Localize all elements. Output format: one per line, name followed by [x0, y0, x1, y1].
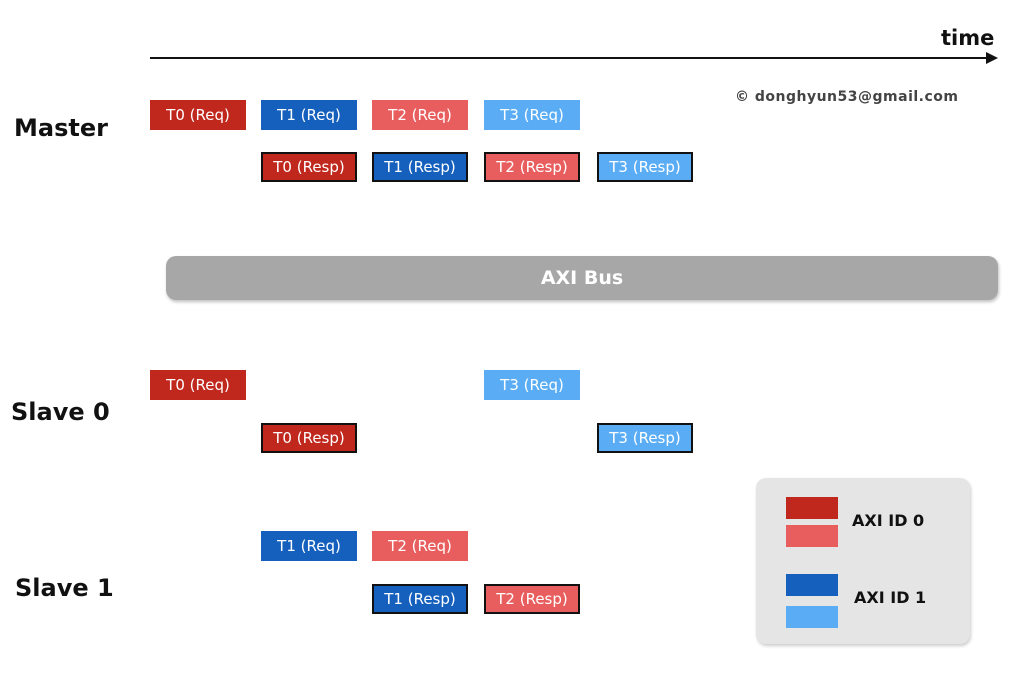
time-arrow-icon — [986, 52, 998, 64]
legend-id0-light-swatch — [786, 525, 838, 547]
slave0-label: Slave 0 — [11, 398, 110, 426]
master-t1-req: T1 (Req) — [261, 100, 357, 130]
master-t3-resp: T3 (Resp) — [597, 152, 693, 182]
slave1-t1-resp: T1 (Resp) — [372, 584, 468, 614]
copyright-text: © donghyun53@gmail.com — [735, 89, 959, 105]
slave1-t2-req: T2 (Req) — [372, 531, 468, 561]
slave0-t3-resp: T3 (Resp) — [597, 423, 693, 453]
legend-id1-light-swatch — [786, 606, 838, 628]
legend-id0-dark-swatch — [786, 497, 838, 519]
legend-id1-dark-swatch — [786, 574, 838, 596]
master-t3-req: T3 (Req) — [484, 100, 580, 130]
master-t2-req: T2 (Req) — [372, 100, 468, 130]
axi-bus-label: AXI Bus — [540, 267, 624, 289]
time-axis-line — [150, 57, 988, 59]
legend-id0-label: AXI ID 0 — [852, 511, 925, 530]
master-t0-resp: T0 (Resp) — [261, 152, 357, 182]
slave1-label: Slave 1 — [15, 574, 114, 602]
master-t2-resp: T2 (Resp) — [484, 152, 580, 182]
master-t0-req: T0 (Req) — [150, 100, 246, 130]
master-label: Master — [14, 114, 108, 142]
slave0-t0-req: T0 (Req) — [150, 370, 246, 400]
time-label: time — [941, 26, 995, 50]
slave0-t3-req: T3 (Req) — [484, 370, 580, 400]
slave0-t0-resp: T0 (Resp) — [261, 423, 357, 453]
legend: AXI ID 0 AXI ID 1 — [756, 478, 970, 644]
legend-id1-label: AXI ID 1 — [854, 588, 927, 607]
slave1-t2-resp: T2 (Resp) — [484, 584, 580, 614]
slave1-t1-req: T1 (Req) — [261, 531, 357, 561]
master-t1-resp: T1 (Resp) — [372, 152, 468, 182]
axi-bus: AXI Bus — [166, 256, 998, 300]
